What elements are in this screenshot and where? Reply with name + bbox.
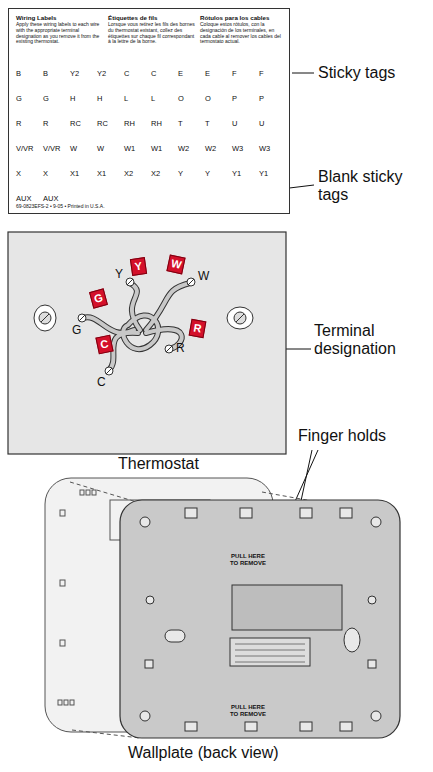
tag-letter: Y [134, 260, 143, 274]
tag-letter: R [192, 322, 202, 336]
sticky-tag: P [232, 95, 258, 104]
callout: Terminal designation [314, 322, 429, 359]
sticky-tag: T [205, 120, 231, 129]
sticky-tag: Y1 [232, 170, 258, 179]
sticky-tag: F [232, 70, 258, 79]
sticky-tag: U [259, 120, 285, 129]
wire-tag: W [166, 254, 186, 274]
sticky-tag: AUX [16, 195, 42, 204]
sheet-heading: Rótulos para los cables [200, 14, 286, 21]
sheet-instructions: Apply these wiring labels to each wire w… [16, 22, 104, 45]
sticky-tag: F [259, 70, 285, 79]
terminal-letter: R [176, 342, 188, 356]
sticky-tag: W2 [178, 145, 204, 154]
sticky-tag: C [151, 70, 177, 79]
sticky-tag: B [16, 70, 42, 79]
callout: Sticky tags [318, 64, 428, 82]
tag-letter: G [93, 291, 105, 305]
wallplate [8, 232, 286, 454]
sticky-tag: W3 [259, 145, 285, 154]
terminal-letter: C [97, 376, 109, 390]
sheet-instructions: Lorsque vous retirez les fils des bornes… [108, 22, 196, 45]
part-number: 69-0823EFS-2 • 9-05 • Printed in U.S.A. [16, 204, 216, 210]
sticky-tag: G [43, 95, 69, 104]
sticky-tag: RC [70, 120, 96, 129]
sticky-tag: O [178, 95, 204, 104]
sticky-tag: Y [205, 170, 231, 179]
sticky-tag: E [178, 70, 204, 79]
sticky-tag: AUX [43, 195, 69, 204]
molded-text: PULL HERE TO REMOVE [228, 704, 268, 718]
wire-tag: R [189, 319, 207, 338]
sticky-tag: W3 [232, 145, 258, 154]
sticky-tag: Y2 [70, 70, 96, 79]
sticky-tag: B [43, 70, 69, 79]
terminal-letter: Y [115, 268, 127, 282]
sticky-tag: Y2 [97, 70, 123, 79]
sticky-tag: L [124, 95, 150, 104]
sticky-tag: X [16, 170, 42, 179]
sticky-tag: C [124, 70, 150, 79]
sticky-tag: U [232, 120, 258, 129]
sticky-tag: RH [124, 120, 150, 129]
sticky-tag: RC [97, 120, 123, 129]
sticky-tag: X [43, 170, 69, 179]
sticky-tag: X2 [124, 170, 150, 179]
wallplate-back [120, 500, 400, 738]
sticky-tag: W1 [124, 145, 150, 154]
callout: Blank sticky tags [318, 168, 418, 205]
terminal-letter: W [198, 270, 212, 284]
sticky-tag: H [97, 95, 123, 104]
sticky-tag: X1 [70, 170, 96, 179]
sticky-tag: W [97, 145, 123, 154]
molded-text: PULL HERE TO REMOVE [228, 553, 268, 567]
terminal-screws [78, 278, 195, 375]
label-sheet: Wiring LabelsApply these wiring labels t… [8, 8, 290, 214]
sticky-tag: E [205, 70, 231, 79]
sheet-heading: Wiring Labels [16, 14, 104, 21]
vent-lines [235, 644, 305, 662]
sticky-tag: T [178, 120, 204, 129]
sticky-tag: H [70, 95, 96, 104]
sticky-tag: O [205, 95, 231, 104]
tag-letter: C [99, 337, 109, 351]
sticky-tag: V/VR [43, 145, 69, 154]
sticky-tag: W [70, 145, 96, 154]
sticky-tag: RH [151, 120, 177, 129]
wallplate-features [140, 508, 381, 731]
sticky-tag: Y [178, 170, 204, 179]
sticky-tag: R [16, 120, 42, 129]
sheet-heading: Étiquettes de fils [108, 14, 196, 21]
sticky-tag: X2 [151, 170, 177, 179]
sticky-tag: R [43, 120, 69, 129]
sticky-tag: P [259, 95, 285, 104]
sticky-tag: Y1 [259, 170, 285, 179]
wire-tag: Y [130, 257, 147, 276]
callout: Thermostat [118, 455, 228, 473]
sticky-tag: W1 [151, 145, 177, 154]
sticky-tag: G [16, 95, 42, 104]
wire-tag: C [95, 335, 113, 355]
sticky-tag: X1 [97, 170, 123, 179]
sticky-tag: L [151, 95, 177, 104]
sheet-instructions: Coloque estos rótulos, con la designació… [200, 22, 286, 45]
wires [83, 283, 190, 370]
callout: Wallplate (back view) [128, 744, 328, 762]
sticky-tag: W2 [205, 145, 231, 154]
callout: Finger holds [298, 427, 418, 445]
sticky-tag: V/VR [16, 145, 42, 154]
terminal-letter: G [72, 324, 84, 338]
tag-letter: W [170, 257, 183, 272]
